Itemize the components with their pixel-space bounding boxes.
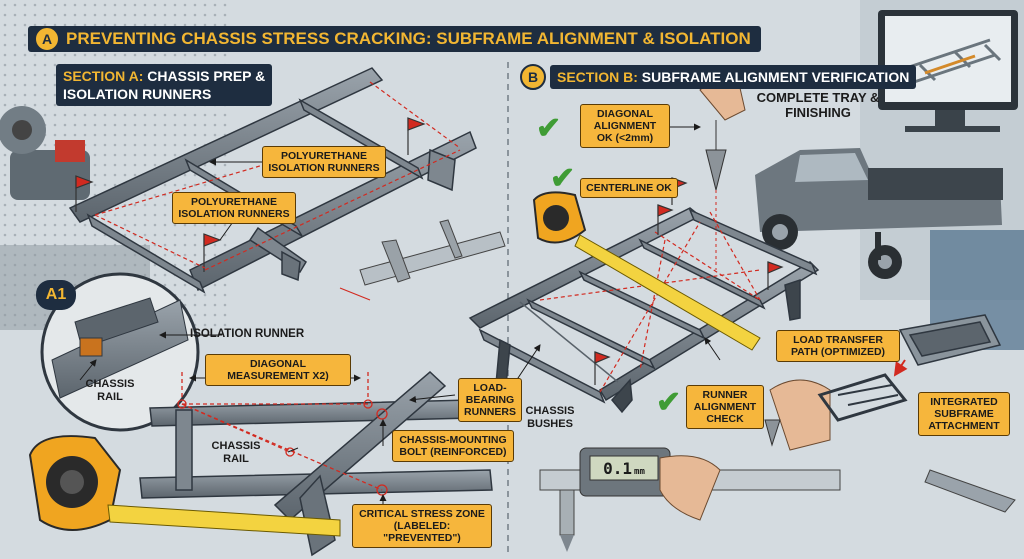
label-complete-tray: COMPLETE TRAY & FINISHING (756, 90, 880, 120)
callout-load-path: LOAD TRANSFER PATH (OPTIMIZED) (776, 330, 900, 362)
hand-with-bolt (764, 379, 831, 451)
title-badge: A (34, 26, 60, 52)
tray-assembly (817, 314, 1002, 422)
section-a-prefix: SECTION A: (63, 68, 144, 84)
detail-magnifier-a1 (40, 272, 222, 432)
label-chassis-rail-1: CHASSIS RAIL (85, 378, 135, 403)
chassis-rail-detail (139, 370, 493, 557)
red-flag-markers (75, 117, 426, 272)
plumb-bob (699, 81, 746, 270)
caliper-tool-a (339, 219, 506, 301)
callout-poly-runners-1: POLYURETHANE ISOLATION RUNNERS (262, 146, 386, 178)
label-chassis-rail-2: CHASSIS RAIL (211, 440, 261, 465)
section-b-text: SUBFRAME ALIGNMENT VERIFICATION (641, 69, 910, 85)
bench-grinder (0, 106, 90, 200)
ute-truck (755, 148, 1003, 279)
caliper-display: 0.1 mm (592, 459, 656, 479)
callout-mounting-bolt: CHASSIS-MOUNTING BOLT (REINFORCED) (392, 430, 514, 462)
label-chassis-bushes: CHASSIS BUSHES (525, 405, 575, 430)
callout-integrated-subframe: INTEGRATED SUBFRAME ATTACHMENT (918, 392, 1010, 436)
caliper-value: 0.1 (603, 459, 633, 478)
chassis-frame-a (68, 67, 477, 294)
section-a-line1: CHASSIS PREP & (147, 68, 266, 84)
digital-caliper (539, 447, 841, 552)
subframe-b (468, 207, 820, 414)
callout-diagonal-ok: DIAGONAL ALIGNMENT OK (<2mm) (580, 104, 670, 148)
callout-centerline-ok: CENTERLINE OK (580, 178, 678, 198)
label-isolation-runner: ISOLATION RUNNER (190, 328, 305, 340)
callout-load-bearing: LOAD-BEARING RUNNERS (458, 378, 522, 422)
title-text: PREVENTING CHASSIS STRESS CRACKING: SUBF… (66, 29, 751, 48)
section-b-heading: B SECTION B: SUBFRAME ALIGNMENT VERIFICA… (520, 64, 917, 90)
callout-diagonal-measurement: DIAGONAL MEASUREMENT X2) (205, 354, 351, 386)
page-title: A PREVENTING CHASSIS STRESS CRACKING: SU… (28, 26, 761, 52)
check-icon: ✔ (656, 386, 682, 419)
section-b-badge: B (520, 64, 546, 90)
callout-stress-zone: CRITICAL STRESS ZONE (LABELED: "PREVENTE… (352, 504, 492, 548)
tape-measure-a (28, 435, 341, 537)
detail-badge-a1: A1 (36, 280, 76, 310)
check-icon: ✔ (536, 112, 562, 145)
caliper-unit: mm (634, 467, 645, 477)
callout-poly-runners-2: POLYURETHANE ISOLATION RUNNERS (172, 192, 296, 224)
section-a-heading: SECTION A: CHASSIS PREP & ISOLATION RUNN… (56, 64, 273, 106)
check-icon: ✔ (550, 162, 576, 195)
section-b-prefix: SECTION B: (557, 69, 638, 85)
wrench-icon (924, 469, 1016, 513)
tape-measure-b (532, 191, 761, 351)
callout-runner-check: RUNNER ALIGNMENT CHECK (686, 385, 764, 429)
section-a-line2: ISOLATION RUNNERS (63, 86, 212, 102)
